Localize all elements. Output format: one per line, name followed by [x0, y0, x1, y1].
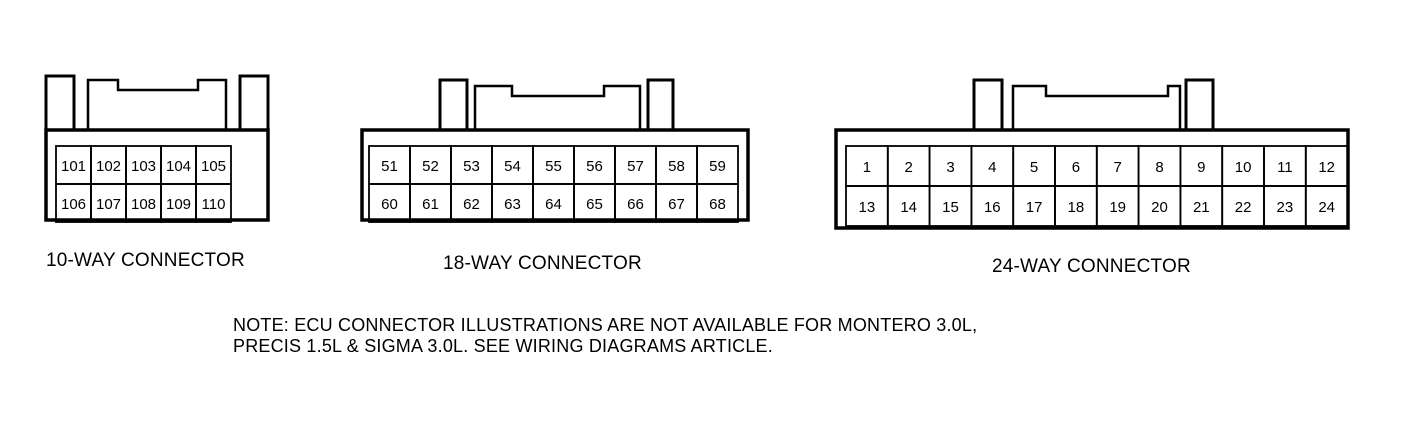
- connector-hood: [473, 84, 642, 130]
- caption-10-way-connector: 10-WAY CONNECTOR: [46, 250, 245, 271]
- pin-number: 56: [586, 158, 603, 175]
- pin-number: 52: [422, 158, 439, 175]
- pin-number: 62: [463, 196, 480, 213]
- pin-number: 9: [1197, 159, 1205, 176]
- pin-number: 51: [381, 158, 398, 175]
- pin-number: 68: [709, 196, 726, 213]
- pin-number: 107: [96, 196, 121, 213]
- pin-number: 57: [627, 158, 644, 175]
- pin-number: 14: [900, 199, 917, 216]
- pin-number: 22: [1235, 199, 1252, 216]
- pin-number: 65: [586, 196, 603, 213]
- pin-number: 63: [504, 196, 521, 213]
- pin-number: 8: [1155, 159, 1163, 176]
- pin-number: 55: [545, 158, 562, 175]
- connector-hood: [1011, 84, 1182, 130]
- pin-number: 23: [1277, 199, 1294, 216]
- pin-number: 101: [61, 158, 86, 175]
- pin-cell-110: 110: [195, 183, 232, 223]
- pin-number: 1: [863, 159, 871, 176]
- pin-cell-24: 24: [1304, 185, 1349, 227]
- pin-number: 64: [545, 196, 562, 213]
- pin-number: 53: [463, 158, 480, 175]
- pin-number: 58: [668, 158, 685, 175]
- conn-10-connector: 101 102 103 104 105 106 107 108 109 110: [44, 74, 270, 223]
- note-line-2: PRECIS 1.5L & SIGMA 3.0L. SEE WIRING DIA…: [233, 336, 773, 356]
- pin-number: 3: [946, 159, 954, 176]
- pin-number: 6: [1072, 159, 1080, 176]
- pin-number: 66: [627, 196, 644, 213]
- connector-hood: [86, 78, 228, 130]
- pin-number: 60: [381, 196, 398, 213]
- pin-number: 4: [988, 159, 996, 176]
- pin-number: 61: [422, 196, 439, 213]
- latch-left: [44, 74, 76, 132]
- pin-number: 12: [1318, 159, 1335, 176]
- note-line-1: NOTE: ECU CONNECTOR ILLUSTRATIONS ARE NO…: [233, 315, 978, 335]
- pin-number: 103: [131, 158, 156, 175]
- pin-number: 18: [1068, 199, 1085, 216]
- pin-cell-68: 68: [696, 183, 739, 223]
- pin-number: 16: [984, 199, 1001, 216]
- pin-number: 5: [1030, 159, 1038, 176]
- latch-right: [646, 78, 675, 132]
- pin-number: 15: [942, 199, 959, 216]
- note-text: NOTE: ECU CONNECTOR ILLUSTRATIONS ARE NO…: [233, 315, 977, 357]
- latch-right: [1184, 78, 1215, 132]
- pin-number: 2: [905, 159, 913, 176]
- pin-number: 20: [1151, 199, 1168, 216]
- connector-body: [360, 128, 750, 222]
- pin-number: 109: [166, 196, 191, 213]
- pin-number: 7: [1114, 159, 1122, 176]
- latch-left: [438, 78, 469, 132]
- caption-18-way-connector: 18-WAY CONNECTOR: [443, 253, 642, 274]
- pin-number: 17: [1026, 199, 1043, 216]
- caption-24-way-connector: 24-WAY CONNECTOR: [992, 256, 1191, 277]
- pin-number: 108: [131, 196, 156, 213]
- pin-number: 13: [859, 199, 876, 216]
- pin-number: 67: [668, 196, 685, 213]
- pin-number: 10: [1235, 159, 1252, 176]
- pin-number: 106: [61, 196, 86, 213]
- conn-18-connector: 51 52 53 54 55 56 57 58 59 60 61 62 63 64 65 66 67 68: [360, 78, 750, 223]
- pin-number: 105: [201, 158, 226, 175]
- pin-number: 21: [1193, 199, 1210, 216]
- pin-number: 11: [1277, 159, 1293, 176]
- pin-number: 54: [504, 158, 521, 175]
- pin-number: 110: [202, 196, 226, 213]
- latch-right: [238, 74, 270, 132]
- latch-left: [972, 78, 1004, 132]
- pin-number: 24: [1318, 199, 1335, 216]
- pin-number: 104: [166, 158, 191, 175]
- pin-number: 59: [709, 158, 726, 175]
- pin-number: 19: [1109, 199, 1126, 216]
- pin-number: 102: [96, 158, 121, 175]
